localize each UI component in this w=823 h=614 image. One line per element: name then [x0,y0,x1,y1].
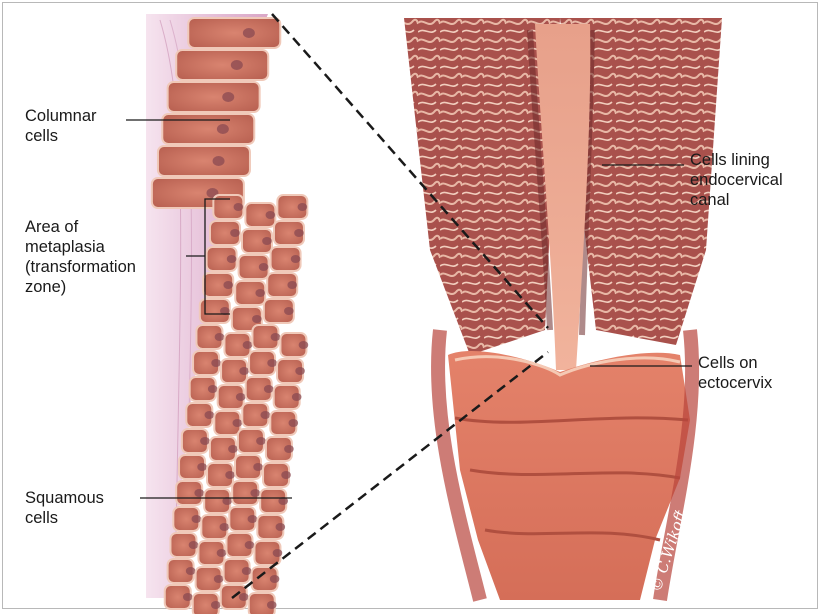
cell-nucleus [223,281,233,289]
cell-nucleus [266,211,276,219]
cell-nucleus [230,229,240,237]
cell-nucleus [273,549,283,557]
cell-nucleus [250,489,260,497]
cell-nucleus [208,385,218,393]
epithelial-cell [158,146,250,176]
cell-nucleus [215,333,225,341]
cell-nucleus [248,515,258,523]
label-cells-on-ectocervix: Cells on ectocervix [698,353,772,393]
epithelial-cell [168,82,260,112]
label-squamous-cells: Squamous cells [25,488,104,528]
cell-nucleus [205,411,215,419]
cell-nucleus [239,367,249,375]
label-cells-lining-canal: Cells lining endocervical canal [690,150,783,210]
cell-nucleus [259,263,269,271]
cell-nucleus [298,203,308,211]
cell-nucleus [261,411,271,419]
cell-nucleus [299,341,309,349]
cell-nucleus [217,549,227,557]
cell-nucleus [267,601,277,609]
cell-nucleus [255,289,265,297]
cell-nucleus [186,567,196,575]
svg-text:© C.Wikoff: © C.Wikoff [647,510,691,594]
epithelial-cell [162,114,254,144]
cell-nucleus [252,315,262,323]
cell-nucleus [243,28,255,38]
cell-nucleus [262,237,272,245]
cell-nucleus [211,359,221,367]
artist-signature: © C.Wikoff [626,510,706,600]
cell-nucleus [233,419,243,427]
cell-nucleus [200,437,210,445]
cell-nucleus [220,523,230,531]
label-area-of-metaplasia: Area of metaplasia (transformation zone) [25,217,136,297]
cell-nucleus [225,471,235,479]
cell-nucleus [276,523,286,531]
cell-nucleus [264,385,274,393]
cell-nucleus [236,393,246,401]
cell-nucleus [284,307,294,315]
cell-nucleus [217,124,229,134]
cell-nucleus [287,281,297,289]
cell-nucleus [231,60,243,70]
cell-nucleus [253,463,263,471]
cell-nucleus [284,445,294,453]
cell-nucleus [267,359,277,367]
cell-nucleus [228,445,238,453]
cell-nucleus [256,437,266,445]
cell-nucleus [234,203,244,211]
cell-nucleus [242,567,252,575]
cell-nucleus [243,341,253,349]
cell-nucleus [239,593,249,601]
epithelial-cell [176,50,268,80]
epithelial-cell [188,18,280,48]
cell-nucleus [270,575,280,583]
cell-nucleus [194,489,204,497]
cell-nucleus [289,419,299,427]
cell-nucleus [227,255,237,263]
cell-nucleus [222,92,234,102]
cell-nucleus [245,541,255,549]
cell-nucleus [189,541,199,549]
cell-nucleus [197,463,207,471]
cell-nucleus [294,229,304,237]
cell-nucleus [211,601,221,609]
cell-nucleus [213,156,225,166]
cell-nucleus [292,393,302,401]
label-columnar-cells: Columnar cells [25,106,97,146]
cell-nucleus [192,515,202,523]
cell-nucleus [295,367,305,375]
cell-nucleus [291,255,301,263]
cell-nucleus [281,471,291,479]
cell-nucleus [183,593,193,601]
cell-nucleus [214,575,224,583]
cell-nucleus [271,333,281,341]
